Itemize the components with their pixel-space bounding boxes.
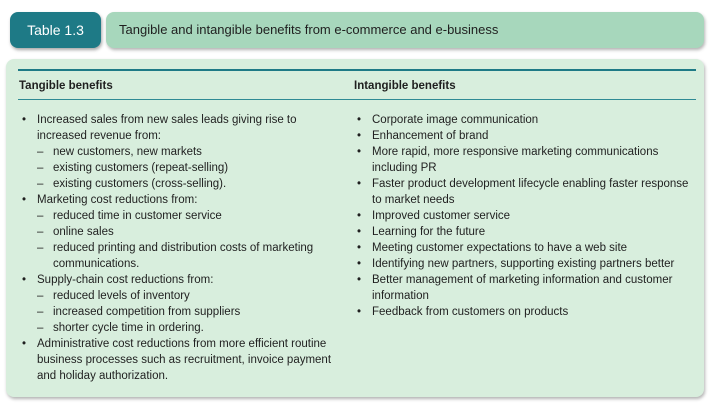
intangible-benefit-item: • Enhancement of brand [354,128,694,144]
intangible-benefit-text: Learning for the future [372,226,486,238]
table-header-rule [18,99,696,100]
tangible-sub-item-text: reduced printing and distribution costs … [53,242,314,270]
bullet-icon: • [357,146,362,158]
tangible-sub-item-text: increased competition from suppliers [53,306,241,318]
intangible-benefit-text: Meeting customer expectations to have a … [372,242,628,254]
bullet-icon: • [22,274,27,286]
tangible-benefit-item: • Marketing cost reductions from: [19,192,344,208]
dash-icon: – [37,226,44,238]
intangible-benefit-item: • Meeting customer expectations to have … [354,240,694,256]
intangible-benefit-item: • Better management of marketing informa… [354,272,694,304]
bullet-icon: • [357,114,362,126]
table-caption: Tangible and intangible benefits from e-… [106,12,704,48]
tangible-sub-item-text: reduced time in customer service [53,210,222,222]
dash-icon: – [37,290,44,302]
intangible-benefit-text: Feedback from customers on products [372,306,569,318]
bullet-icon: • [22,194,27,206]
dash-icon: – [37,162,44,174]
bullet-icon: • [357,226,362,238]
tangible-sub-item-text: online sales [53,226,114,238]
tangible-benefit-item: • Supply-chain cost reductions from: [19,272,344,288]
intangible-benefit-item: • Faster product development lifecycle e… [354,176,694,208]
intangible-benefit-item: • Learning for the future [354,224,694,240]
intangible-benefit-item: • Corporate image communication [354,112,694,128]
intangible-benefit-text: More rapid, more responsive marketing co… [372,146,659,174]
intangible-benefit-item: • More rapid, more responsive marketing … [354,144,694,176]
intangible-benefits-heading: Intangible benefits [354,80,456,92]
intangible-benefits-column: • Corporate image communication • Enhanc… [354,112,694,320]
bullet-icon: • [357,242,362,254]
tangible-benefit-text: Administrative cost reductions from more… [37,338,332,382]
intangible-benefit-item: • Identifying new partners, supporting e… [354,256,694,272]
bullet-icon: • [357,258,362,270]
tangible-benefit-item: • Administrative cost reductions from mo… [19,336,344,384]
tangible-benefits-column: • Increased sales from new sales leads g… [19,112,344,384]
dash-icon: – [37,322,44,334]
intangible-benefit-item: • Feedback from customers on products [354,304,694,320]
intangible-benefit-text: Faster product development lifecycle ena… [372,178,689,206]
tangible-sub-item-text: new customers, new markets [53,146,202,158]
tangible-benefits-heading: Tangible benefits [19,80,113,92]
bullet-icon: • [22,114,27,126]
tangible-sub-item: – reduced time in customer service [19,208,344,224]
tangible-sub-item-text: existing customers (repeat-selling) [53,162,229,174]
bullet-icon: • [22,338,27,350]
intangible-benefit-text: Identifying new partners, supporting exi… [372,258,675,270]
intangible-benefit-text: Improved customer service [372,210,511,222]
tangible-sub-item: – new customers, new markets [19,144,344,160]
tangible-sub-item: – online sales [19,224,344,240]
tangible-benefit-text: Supply-chain cost reductions from: [37,274,214,286]
intangible-benefit-text: Better management of marketing informati… [372,274,673,302]
table-number-label: Table 1.3 [10,12,101,48]
tangible-sub-item: – existing customers (cross-selling). [19,176,344,192]
bullet-icon: • [357,178,362,190]
intangible-benefit-text: Corporate image communication [372,114,539,126]
tangible-sub-item-text: existing customers (cross-selling). [53,178,227,190]
table-top-rule [18,69,696,71]
tangible-benefit-text: Marketing cost reductions from: [37,194,198,206]
dash-icon: – [37,242,44,254]
tangible-sub-item: – existing customers (repeat-selling) [19,160,344,176]
tangible-sub-item-text: reduced levels of inventory [53,290,190,302]
dash-icon: – [37,210,44,222]
bullet-icon: • [357,274,362,286]
tangible-benefit-item: • Increased sales from new sales leads g… [19,112,344,144]
bullet-icon: • [357,306,362,318]
tangible-sub-item-text: shorter cycle time in ordering. [53,322,204,334]
tangible-benefit-text: Increased sales from new sales leads giv… [37,114,297,142]
tangible-sub-item: – increased competition from suppliers [19,304,344,320]
benefits-table: Tangible benefits Intangible benefits • … [6,59,704,397]
dash-icon: – [37,146,44,158]
intangible-benefit-text: Enhancement of brand [372,130,489,142]
dash-icon: – [37,178,44,190]
bullet-icon: • [357,210,362,222]
intangible-benefit-item: • Improved customer service [354,208,694,224]
tangible-sub-item: – reduced printing and distribution cost… [19,240,344,272]
tangible-sub-item: – shorter cycle time in ordering. [19,320,344,336]
dash-icon: – [37,306,44,318]
bullet-icon: • [357,130,362,142]
tangible-sub-item: – reduced levels of inventory [19,288,344,304]
